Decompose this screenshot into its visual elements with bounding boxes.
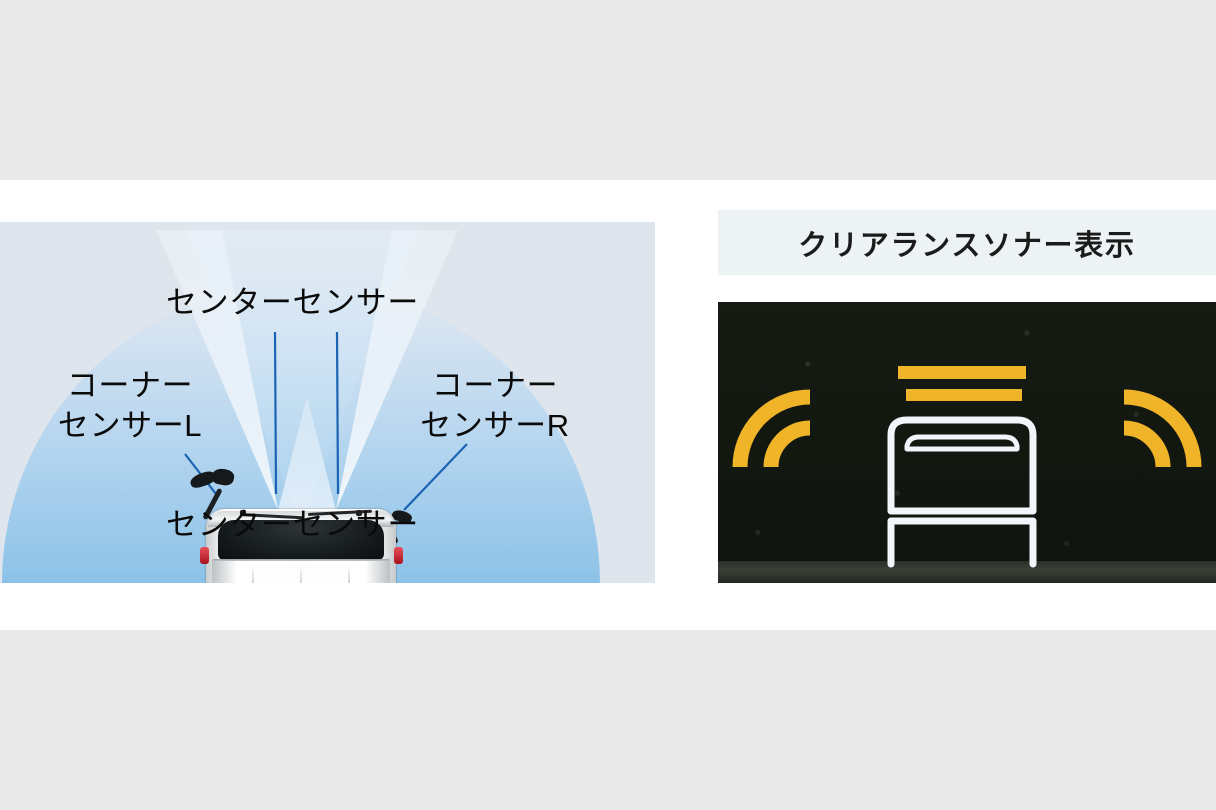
marker-light-left <box>200 547 209 564</box>
marker-light-right <box>394 547 403 564</box>
sonar-panel-texture <box>718 302 1216 583</box>
sensor-coverage-diagram: センターセンサー <box>0 222 655 583</box>
sonar-vehicle-icon <box>887 416 1037 568</box>
sonar-vehicle-lower-body <box>887 517 1037 568</box>
sonar-indicator-graphics <box>732 366 1202 568</box>
sensor-beams-graphic <box>2 230 600 583</box>
hood-crease-mid <box>300 565 302 583</box>
label-corner-sensor-left-line1: コーナー <box>66 368 194 403</box>
sonar-vehicle-upper-body <box>887 416 1037 515</box>
wiper-pivot-right <box>356 510 362 516</box>
label-corner-sensor-right-line1: コーナー <box>431 368 559 403</box>
leader-line-center-right <box>335 331 340 495</box>
sonar-front-bar-outer <box>898 366 1026 379</box>
sonar-left-corner-arcs <box>732 389 811 468</box>
center-sensor-coverage-area <box>185 230 420 522</box>
label-corner-sensor-left: コーナー センサーL <box>40 366 220 445</box>
center-sensor-beam-wedges <box>156 230 458 510</box>
sonar-panel-lower-edge <box>718 561 1216 583</box>
sonar-front-center-bars <box>898 366 1026 401</box>
label-center-sensor-overlay: センターセンサー <box>166 285 419 320</box>
clearance-sonar-title: クリアランスソナー表示 <box>798 229 1136 262</box>
hood-crease-left <box>252 565 254 583</box>
sonar-vehicle-hood-line <box>904 434 1020 452</box>
label-corner-sensor-right: コーナー センサーR <box>400 366 590 445</box>
wiper-pivot-left <box>240 510 246 516</box>
clearance-sonar-header: クリアランスソナー表示 <box>718 210 1216 275</box>
sonar-front-bar-inner <box>906 389 1022 401</box>
sonar-right-corner-arcs <box>1123 389 1202 468</box>
clearance-sonar-photo <box>718 302 1216 583</box>
leader-line-center-left <box>273 331 278 495</box>
label-corner-sensor-right-line2: センサーR <box>420 407 570 443</box>
hood-crease-right <box>348 565 350 583</box>
label-corner-sensor-left-line2: センサーL <box>57 407 203 443</box>
top-background-band <box>0 0 1216 180</box>
leader-lines <box>184 331 468 511</box>
vehicle-top-view-illustration <box>188 466 414 583</box>
vehicle-windshield <box>218 520 384 560</box>
leader-line-corner-right <box>403 443 468 511</box>
label-center-sensor: センターセンサー <box>166 507 419 542</box>
bottom-background-band <box>0 630 1216 810</box>
